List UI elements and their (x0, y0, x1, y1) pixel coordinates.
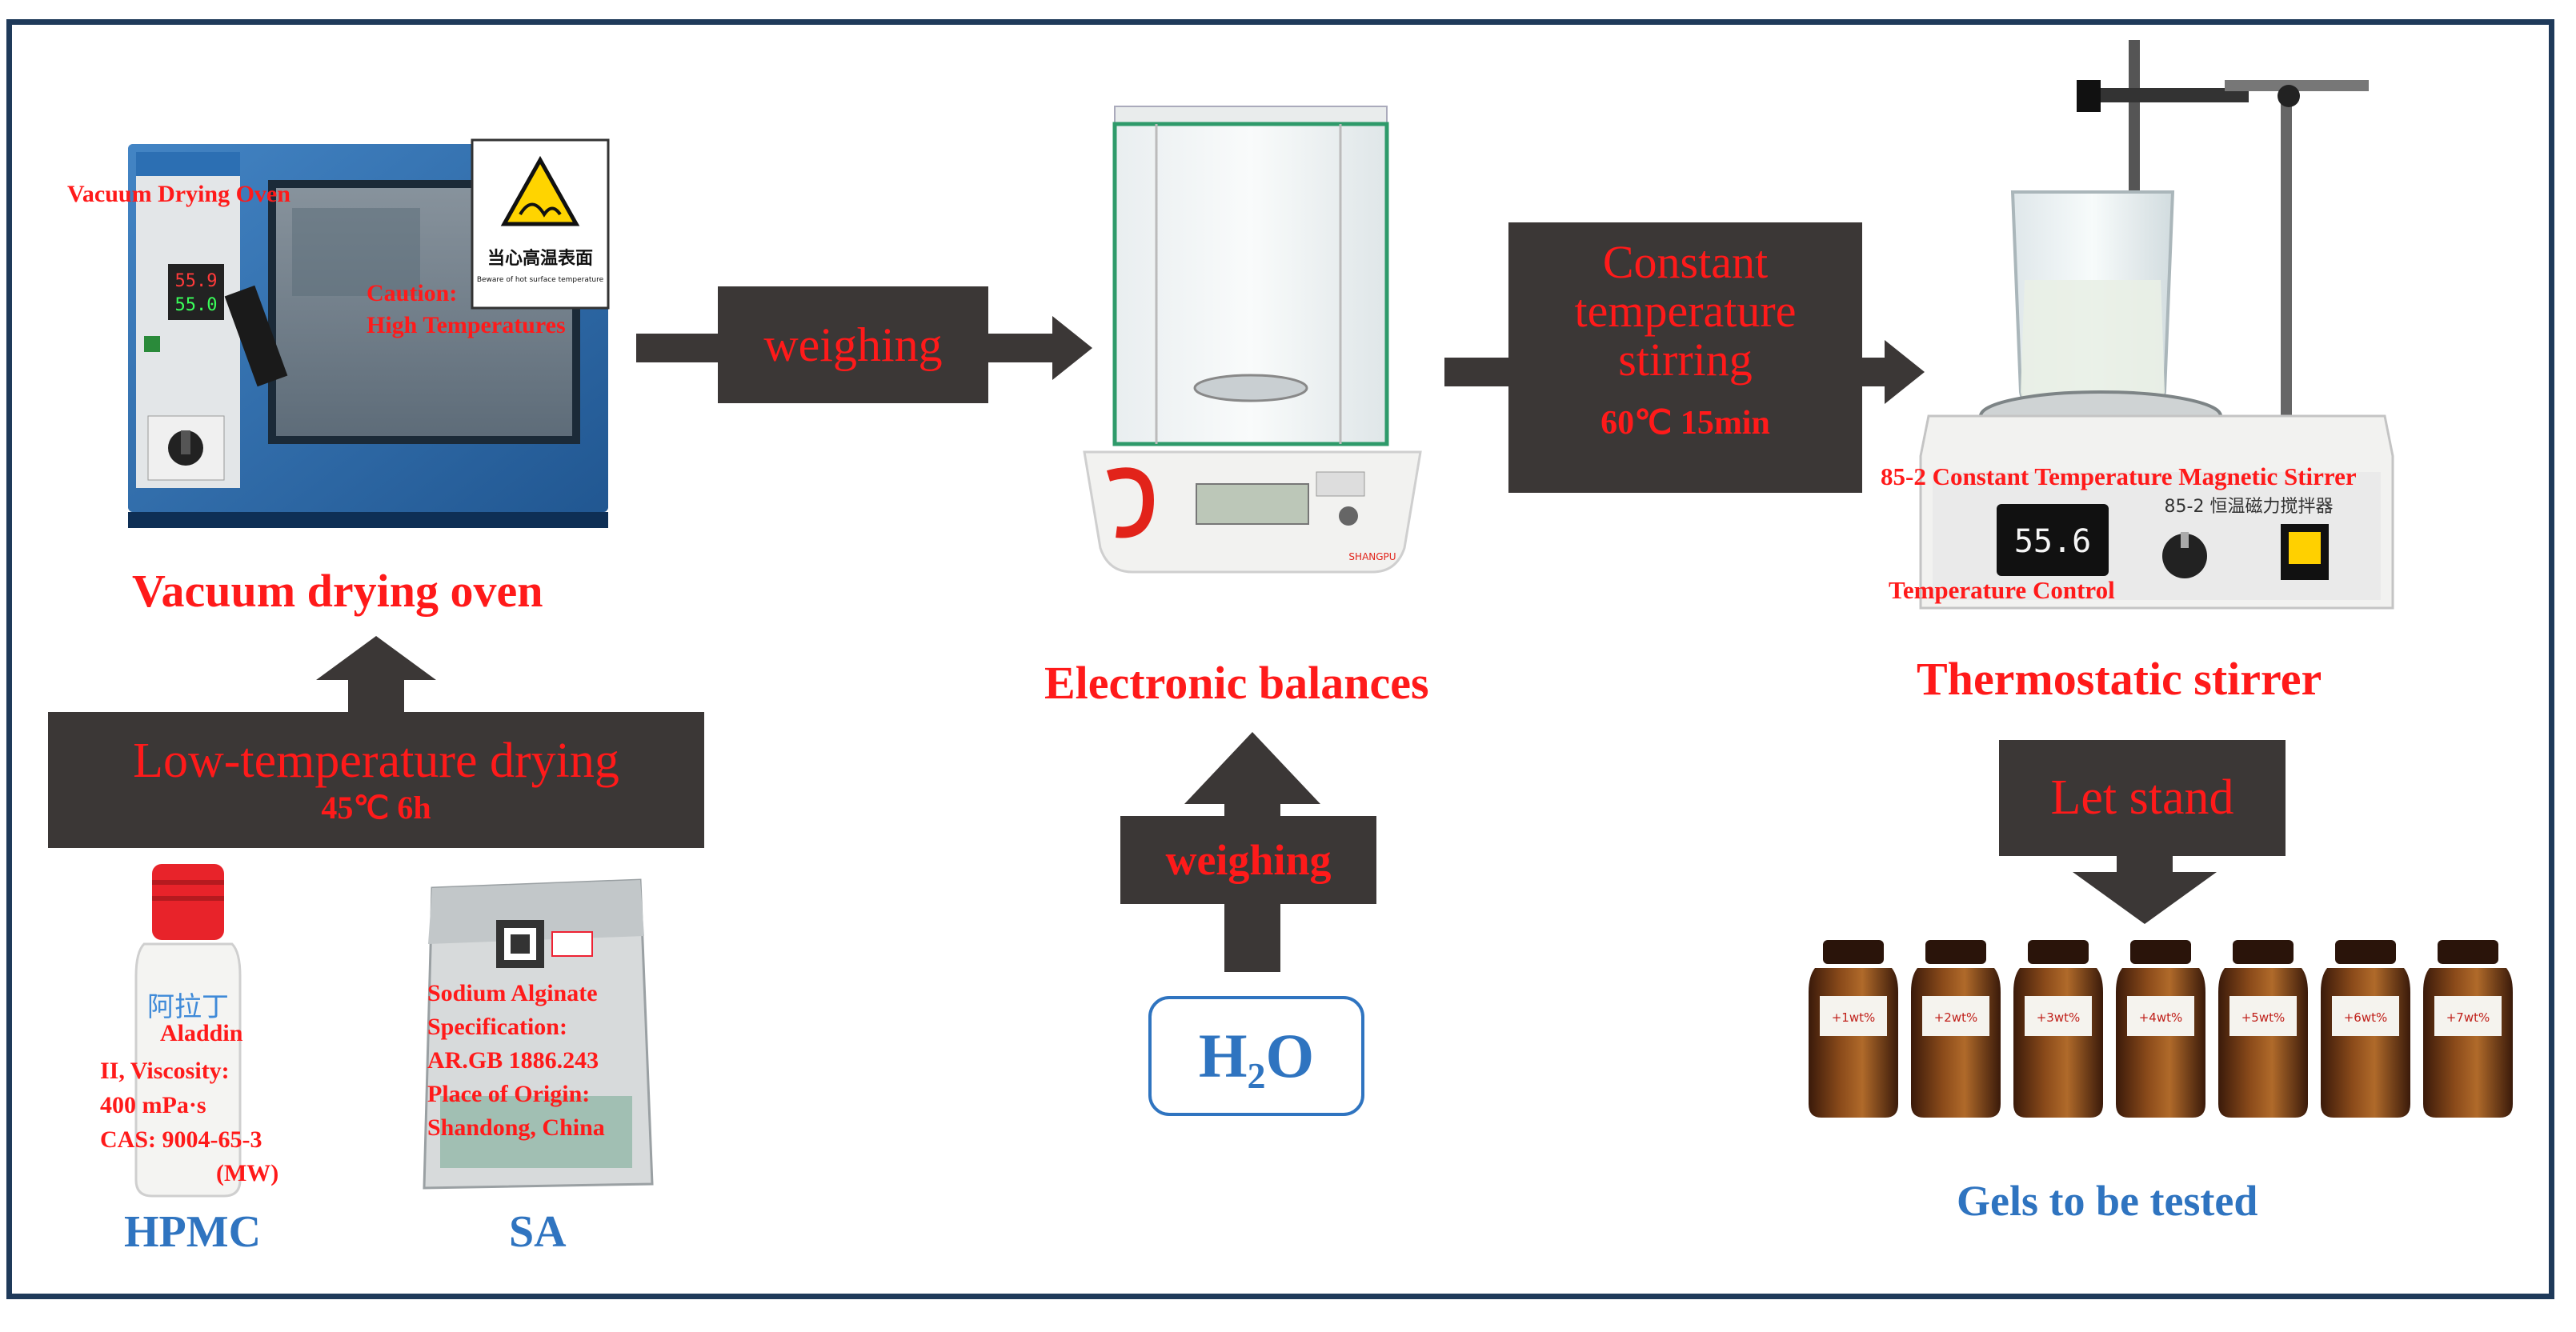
diagram-frame (6, 19, 2554, 1299)
electronic-balance-photo: SHANGPU (1083, 106, 1422, 574)
gel-vial-label: +7wt% (2446, 1010, 2490, 1025)
oven-device-label: Vacuum Drying Oven (67, 181, 290, 207)
step-weighing-1: weighing (718, 286, 988, 403)
oven-display-2: 55.0 (175, 295, 218, 315)
stirrer-caption: Thermostatic stirrer (1917, 653, 2322, 705)
gel-vial: +1wt% (1809, 940, 1898, 1118)
balance-brand: SHANGPU (1348, 551, 1396, 562)
stirrer-display: 55.6 (2014, 523, 2091, 560)
sa-info-line5: Shandong, China (427, 1114, 605, 1141)
water-label-subscript: 2 (1247, 1054, 1266, 1096)
oven-warning-sign-text: 当心高温表面 (487, 248, 593, 269)
balance-caption: Electronic balances (1044, 657, 1429, 709)
step-let-stand: Let stand (1999, 740, 2286, 856)
sa-info-line3: AR.GB 1886.243 (427, 1047, 599, 1074)
gel-vial: +6wt% (2321, 940, 2410, 1118)
vacuum-oven-photo: 55.9 55.0 当心高温表面 Beware of hot surface t… (128, 138, 610, 528)
hpmc-bottle-brand: 阿拉丁 (147, 991, 229, 1023)
sa-info-line4: Place of Origin: (427, 1081, 591, 1107)
step-drying-condition: 45℃ 6h (321, 789, 431, 826)
gel-vial: +2wt% (1911, 940, 2001, 1118)
gel-vial: +5wt% (2218, 940, 2308, 1118)
water-label-h: H (1198, 1021, 1248, 1090)
arrow-down-let-stand (2073, 852, 2217, 924)
step-let-stand-label: Let stand (2050, 770, 2234, 825)
arrow-up-drying (316, 636, 436, 716)
step-stirring-line3: stirring (1618, 333, 1753, 386)
oven-caption: Vacuum drying oven (132, 565, 543, 617)
gel-vial: +3wt% (2013, 940, 2103, 1118)
hpmc-info-line4: CAS: 9004-65-3 (100, 1126, 262, 1153)
hpmc-info-line2: II, Viscosity: (100, 1058, 230, 1084)
step-stirring-line2: temperature (1574, 284, 1797, 337)
hpmc-info-line1: Aladdin (160, 1020, 243, 1046)
stirrer-model-label: 85-2 Constant Temperature Magnetic Stirr… (1881, 462, 2357, 490)
gels-caption: Gels to be tested (1957, 1177, 2258, 1225)
stirrer-panel-text: 85-2 恒温磁力搅拌器 (2165, 497, 2334, 517)
gel-vials-photo: +1wt% +2wt% +3wt% +4wt% +5wt% +6wt% +7wt% (1809, 940, 2513, 1118)
sa-caption: SA (509, 1207, 567, 1257)
gel-vial-label: +4wt% (2139, 1010, 2183, 1025)
gel-vial-label: +5wt% (2241, 1010, 2286, 1025)
step-constant-temperature-stirring: Constant temperature stirring 60℃ 15min (1508, 222, 1862, 493)
gel-vial-label: +1wt% (1832, 1010, 1876, 1025)
gel-vial-label: +2wt% (1934, 1010, 1978, 1025)
gel-vial-label: +3wt% (2037, 1010, 2081, 1025)
step-drying-line1: Low-temperature drying (133, 734, 619, 789)
step-weighing-2: weighing (1120, 816, 1376, 904)
step-low-temperature-drying: Low-temperature drying 45℃ 6h (48, 712, 704, 848)
sa-info-line1: Sodium Alginate (427, 980, 598, 1006)
hpmc-bottle-photo: 阿拉丁 (134, 864, 242, 1198)
oven-warning-sign-subtext: Beware of hot surface temperature (477, 276, 604, 284)
oven-caution-label-1: Caution: (367, 280, 458, 306)
water-box: H 2 O (1148, 996, 1364, 1116)
sa-bag-photo (423, 878, 654, 1190)
step-stirring-line1: Constant (1602, 236, 1769, 288)
step-stirring-condition: 60℃ 15min (1600, 404, 1770, 442)
magnetic-stirrer-photo: 55.6 85-2 恒温磁力搅拌器 (1919, 40, 2394, 610)
hpmc-caption: HPMC (124, 1207, 262, 1257)
water-label-o: O (1265, 1021, 1315, 1090)
sa-info-line2: Specification: (427, 1014, 567, 1040)
step-weighing-1-label: weighing (763, 318, 943, 371)
oven-display-1: 55.9 (175, 271, 218, 291)
hpmc-info-line5: (MW) (216, 1160, 279, 1186)
gel-vial: +7wt% (2423, 940, 2513, 1118)
step-weighing-2-label: weighing (1165, 835, 1332, 884)
oven-caution-label-2: High Temperatures (367, 312, 566, 338)
gel-vial-label: +6wt% (2344, 1010, 2388, 1025)
gel-vial: +4wt% (2116, 940, 2205, 1118)
stirrer-control-label: Temperature Control (1889, 576, 2115, 604)
hpmc-info-line3: 400 mPa·s (100, 1092, 206, 1118)
